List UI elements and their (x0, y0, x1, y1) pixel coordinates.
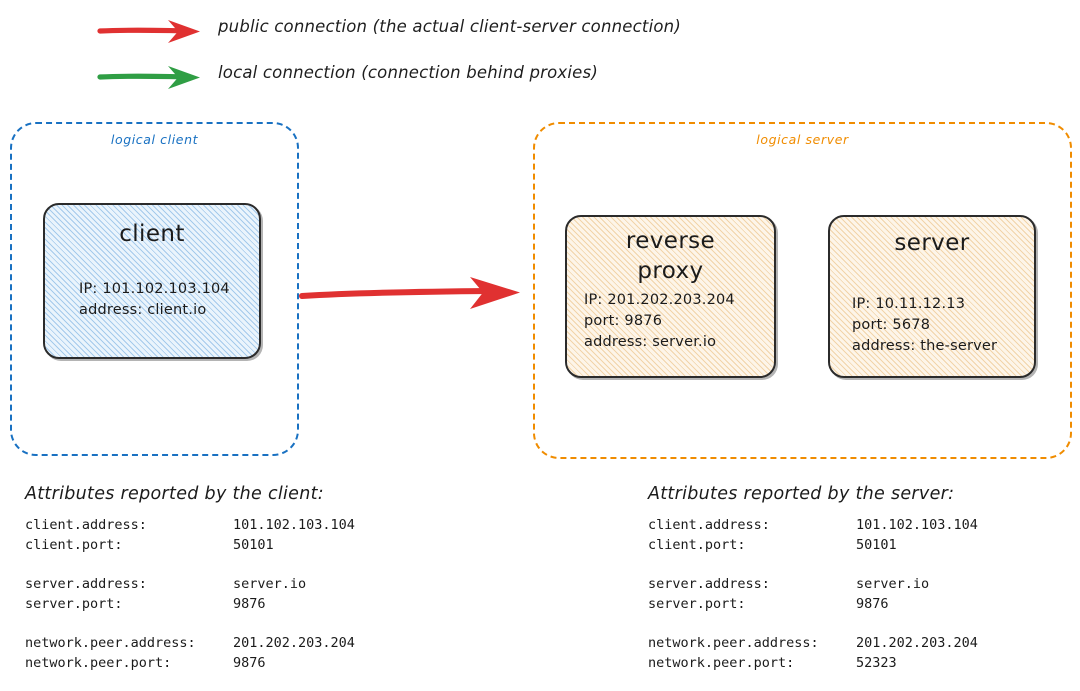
attr-value: 52323 (856, 655, 897, 671)
table-row: network.peer.address: 201.202.203.204 (648, 633, 978, 653)
client-attributes-table-body: client.address: 101.102.103.104 client.p… (25, 515, 355, 673)
attr-value: 9876 (856, 596, 889, 612)
legend-item-public-connection: public connection (the actual client-ser… (0, 14, 681, 48)
red-arrow-icon (97, 20, 200, 43)
attr-value: server.io (233, 576, 307, 592)
table-row: client.port: 50101 (25, 535, 355, 555)
attr-key: server.port: (648, 596, 746, 612)
client-attributes-table: client.address: 101.102.103.104 client.p… (25, 515, 355, 673)
attr-key: server.address: (25, 576, 147, 592)
client-node-details: IP: 101.102.103.104 address: client.io (79, 281, 230, 318)
server-attributes-block: Attributes reported by the server: clien… (648, 484, 978, 673)
attr-key: network.peer.address: (648, 635, 819, 651)
server-attributes-heading: Attributes reported by the server: (648, 484, 955, 504)
legend-label-local-connection: local connection (connection behind prox… (218, 63, 598, 82)
legend: public connection (the actual client-ser… (0, 0, 1080, 100)
attr-value: 9876 (233, 596, 266, 612)
table-row-spacer (25, 555, 355, 574)
server-node-details: IP: 10.11.12.13 port: 5678 address: the-… (852, 296, 998, 354)
attr-value: 201.202.203.204 (233, 635, 355, 651)
table-row-spacer (25, 614, 355, 633)
table-row-spacer (648, 555, 978, 574)
attr-value: 50101 (856, 537, 897, 553)
attr-value: 201.202.203.204 (856, 635, 978, 651)
server-attributes-table-body: client.address: 101.102.103.104 client.p… (648, 515, 978, 673)
logical-server-group-label: logical server (756, 132, 849, 147)
attr-key: client.address: (25, 517, 147, 533)
attr-key: client.port: (25, 537, 123, 553)
client-node: client IP: 101.102.103.104 address: clie… (43, 203, 261, 359)
attr-value: 50101 (233, 537, 274, 553)
table-row: server.port: 9876 (25, 594, 355, 614)
server-attributes-table: client.address: 101.102.103.104 client.p… (648, 515, 978, 673)
table-row-spacer (648, 614, 978, 633)
table-row: network.peer.port: 52323 (648, 653, 978, 673)
server-node: server IP: 10.11.12.13 port: 5678 addres… (828, 215, 1036, 378)
attr-key: network.peer.port: (25, 655, 172, 671)
table-row: client.port: 50101 (648, 535, 978, 555)
attr-key: server.port: (25, 596, 123, 612)
client-attributes-block: Attributes reported by the client: clien… (25, 484, 355, 673)
client-attributes-heading: Attributes reported by the client: (25, 484, 325, 504)
reverse-proxy-node: reverse proxy IP: 201.202.203.204 port: … (565, 215, 776, 378)
table-row: client.address: 101.102.103.104 (648, 515, 978, 535)
green-arrow-icon (97, 66, 200, 89)
table-row: server.address: server.io (648, 574, 978, 594)
table-row: network.peer.port: 9876 (25, 653, 355, 673)
attr-value: 9876 (233, 655, 266, 671)
attr-key: client.address: (648, 517, 770, 533)
attr-value: 101.102.103.104 (856, 517, 978, 533)
attr-key: network.peer.address: (25, 635, 196, 651)
logical-client-group-label: logical client (110, 132, 199, 147)
attr-key: server.address: (648, 576, 770, 592)
reverse-proxy-node-title: reverse proxy (625, 228, 716, 284)
legend-label-public-connection: public connection (the actual client-ser… (218, 17, 681, 36)
legend-item-local-connection: local connection (connection behind prox… (0, 60, 598, 94)
logical-client-group: logical client (10, 122, 299, 456)
table-row: network.peer.address: 201.202.203.204 (25, 633, 355, 653)
table-row: server.address: server.io (25, 574, 355, 594)
attr-key: client.port: (648, 537, 746, 553)
attr-value: server.io (856, 576, 930, 592)
attr-value: 101.102.103.104 (233, 517, 355, 533)
attr-key: network.peer.port: (648, 655, 795, 671)
logical-server-group: logical server (533, 122, 1072, 459)
reverse-proxy-node-details: IP: 201.202.203.204 port: 9876 address: … (584, 292, 735, 350)
client-node-title: client (119, 221, 185, 247)
table-row: server.port: 9876 (648, 594, 978, 614)
server-node-title: server (894, 230, 970, 256)
table-row: client.address: 101.102.103.104 (25, 515, 355, 535)
